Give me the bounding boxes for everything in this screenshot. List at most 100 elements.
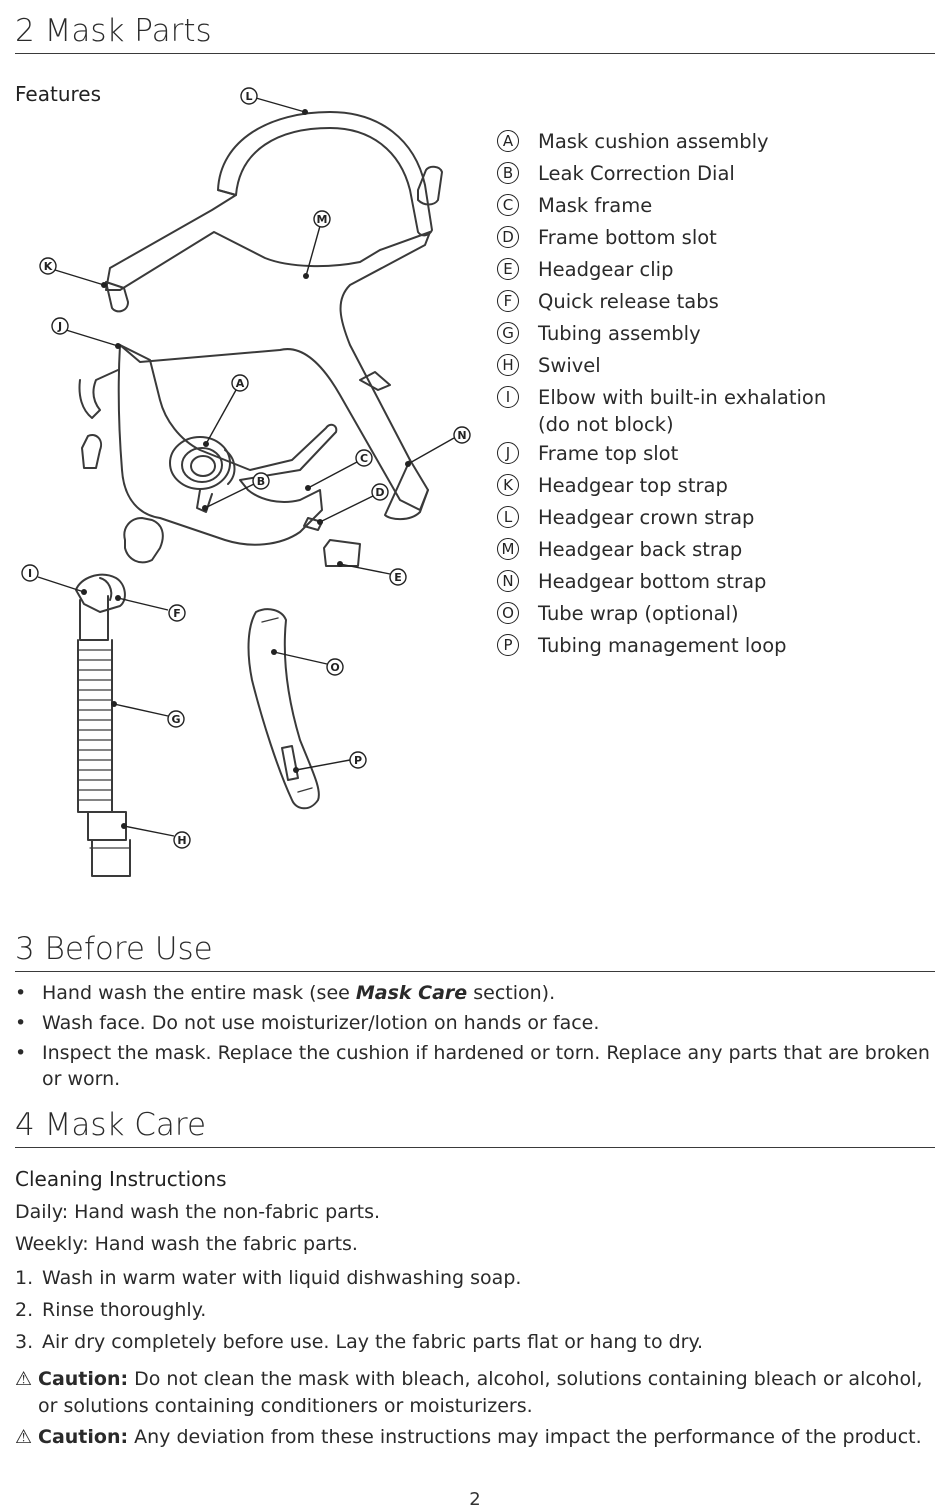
caution-note: ⚠Caution: Any deviation from these instr… [15, 1424, 943, 1451]
list-item: 2.Rinse thoroughly. [15, 1297, 930, 1323]
bullet-text: Wash face. Do not use moisturizer/lotion… [42, 1012, 600, 1034]
list-item: 1.Wash in warm water with liquid dishwas… [15, 1265, 930, 1291]
section-title-before-use: 3 Before Use [15, 930, 935, 972]
part-label: Tubing assembly [538, 322, 701, 345]
caution-text: Do not clean the mask with bleach, alcoh… [38, 1368, 923, 1417]
list-item: 3. Air dry completely before use. Lay the… [15, 1329, 930, 1355]
caution-label: Caution: [38, 1426, 129, 1448]
daily-instruction: Daily: Hand wash the non-fabric parts. [15, 1201, 381, 1223]
bullet-text-post: section). [467, 982, 556, 1004]
cleaning-heading: Cleaning Instructions [15, 1167, 227, 1191]
list-item: • Hand wash the entire mask (see Mask Car… [15, 980, 930, 1006]
step-text: Rinse thoroughly. [42, 1299, 207, 1321]
swivel [87, 811, 127, 841]
part-letter-badge: A [497, 130, 519, 152]
leak-correction-dial [196, 489, 213, 513]
part-label: Mask cushion assembly [538, 130, 769, 153]
features-heading: Features [15, 82, 101, 106]
part-label: Frame bottom slot [538, 226, 717, 249]
part-letter-badge: J [497, 442, 519, 464]
section-title-mask-care: 4 Mask Care [15, 1106, 935, 1148]
part-label: Frame top slot [538, 442, 679, 465]
part-item: A Mask cushion assembly [497, 128, 937, 160]
part-label: Headgear top strap [538, 474, 728, 497]
headgear-top-strap-tab [105, 281, 129, 313]
caution-text: Any deviation from these instructions ma… [128, 1426, 922, 1448]
part-letter-badge: G [497, 322, 519, 344]
warning-icon: ⚠ [15, 1426, 33, 1448]
headgear-crown-strap [217, 111, 433, 237]
page-number: 2 [469, 1489, 481, 1510]
bullet-text: Inspect the mask. Replace the cushion if… [42, 1042, 930, 1090]
part-label: Quick release tabs [538, 290, 719, 313]
warning-icon: ⚠ [15, 1368, 33, 1390]
part-item: C Mask frame [497, 192, 937, 224]
tubing [77, 639, 113, 813]
callout-J: J [57, 320, 62, 333]
part-item: G Tubing assembly [497, 320, 937, 352]
callout-G: G [171, 713, 180, 726]
part-label: Headgear clip [538, 258, 674, 281]
part-letter-badge: D [497, 226, 519, 248]
part-letter-badge: M [497, 538, 519, 560]
step-number: 1. [15, 1267, 34, 1289]
part-letter-badge: C [497, 194, 519, 216]
callout-P: P [354, 754, 362, 767]
callout-L: L [245, 90, 252, 103]
elbow [75, 573, 126, 613]
part-letter-badge: K [497, 474, 519, 496]
callout-K: K [44, 260, 53, 273]
part-item: K Headgear top strap [497, 472, 937, 504]
mask-care-reference: Mask Care [355, 982, 468, 1004]
tube-ridges [77, 649, 113, 801]
mask-frame [117, 344, 338, 546]
crown-strap-tab [417, 165, 443, 206]
step-text: Air dry completely before use. Lay the f… [42, 1331, 704, 1353]
callout-D: D [375, 486, 384, 499]
section-title-mask-parts: 2 Mask Parts [15, 12, 935, 54]
callout-A: A [236, 377, 245, 390]
part-label: Headgear bottom strap [538, 570, 767, 593]
callout-B: B [257, 475, 265, 488]
list-item: •Inspect the mask. Replace the cushion i… [15, 1040, 930, 1092]
part-letter-badge: O [497, 602, 519, 624]
part-label: Tube wrap (optional) [538, 602, 739, 625]
callout-E: E [394, 571, 402, 584]
callout-I: I [28, 567, 32, 580]
part-item: D Frame bottom slot [497, 224, 937, 256]
part-label: Tubing management loop [538, 634, 787, 657]
part-label-line2: (do not block) [538, 413, 674, 436]
callout-M: M [317, 213, 328, 226]
tube-cuff-top [79, 595, 109, 641]
headgear-clip [323, 539, 361, 567]
callout-C: C [360, 452, 368, 465]
bullet-marker: • [15, 982, 27, 1004]
before-use-list: • Hand wash the entire mask (see Mask Car… [15, 980, 930, 1096]
weekly-instruction: Weekly: Hand wash the fabric parts. [15, 1233, 358, 1255]
mask-parts-diagram: L M K J A B C D N E I F G H O P [21, 87, 471, 877]
part-letter-badge: B [497, 162, 519, 184]
step-number: 3. [15, 1331, 34, 1353]
callout-H: H [177, 834, 186, 847]
tube-wrap [247, 608, 320, 810]
part-item: M Headgear back strap [497, 536, 937, 568]
part-label: Mask frame [538, 194, 653, 217]
callout-N: N [457, 429, 466, 442]
part-letter-badge: P [497, 634, 519, 656]
caution-note: ⚠Caution: Do not clean the mask with ble… [15, 1366, 943, 1420]
part-item: J Frame top slot [497, 440, 937, 472]
headgear-bottom-strap [384, 459, 429, 521]
part-item: O Tube wrap (optional) [497, 600, 937, 632]
part-label: Elbow with built-in exhalation (do not bl… [538, 384, 826, 438]
part-label-line1: Elbow with built-in exhalation [538, 386, 827, 409]
part-label: Headgear back strap [538, 538, 743, 561]
part-item: I Elbow with built-in exhalation (do not b… [497, 384, 937, 440]
cleaning-steps: 1.Wash in warm water with liquid dishwas… [15, 1265, 930, 1361]
bullet-text-pre: Hand wash the entire mask (see [42, 982, 356, 1004]
part-letter-badge: I [497, 386, 519, 408]
headgear-left-strap [78, 369, 119, 419]
